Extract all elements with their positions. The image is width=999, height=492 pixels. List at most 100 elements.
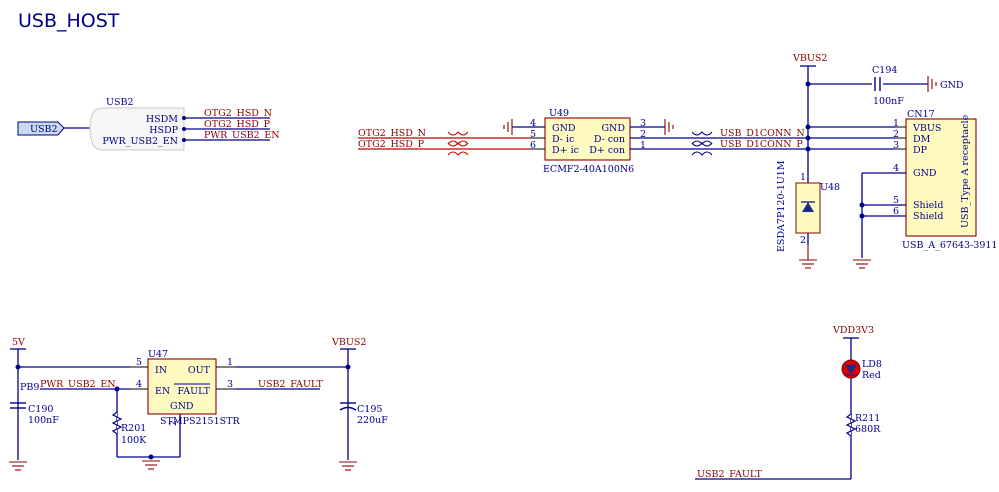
cn17-part: USB_A_67643-3911	[902, 240, 997, 251]
capacitor-c195[interactable]: C195 220uF	[339, 402, 388, 426]
diode-icon	[802, 202, 814, 212]
net-label-usb-d1conn-n: USB_D1CONN_N	[720, 128, 805, 139]
u48-part: ESDA7P120-1U1M	[776, 160, 787, 252]
cn17-pin-num: 1	[893, 118, 899, 129]
u47-pin-name: GND	[170, 401, 194, 412]
resistor-r201[interactable]: R201 100K	[111, 411, 147, 446]
cn17-side-label: USB_Type A receptacle	[960, 114, 971, 228]
r201-ref: R201	[121, 423, 146, 434]
power-label-5v: 5V	[12, 337, 25, 348]
resistor-zigzag	[845, 413, 857, 437]
ld8-value: Red	[862, 370, 881, 381]
u49-pin-name: D+ con	[589, 145, 625, 156]
cn17-connector[interactable]: CN17 USB_A_67643-3911 USB_Type A recepta…	[893, 109, 997, 251]
u49-pin-num: 3	[640, 118, 646, 129]
cn17-pin-num: 4	[893, 163, 899, 174]
ground-icon	[142, 460, 160, 470]
u48-pin-bottom: 2	[800, 235, 806, 246]
r211-ref: R211	[855, 413, 880, 424]
junction-dot	[859, 202, 865, 208]
net-label-otg2-hsd-n: OTG2_HSD_N	[204, 108, 272, 119]
net-label-usb-d1conn-p: USB_D1CONN_P	[720, 139, 803, 150]
ground-icon	[339, 461, 357, 471]
u49-pin-name: D- ic	[552, 134, 574, 145]
cn17-pin-name: GND	[913, 168, 937, 179]
capacitor-c190[interactable]: C190 100nF	[10, 402, 59, 426]
pb9-pin-label: PB9	[20, 382, 39, 393]
u49-pin-name: D- con	[594, 134, 625, 145]
sheet-title: USB_HOST	[18, 10, 120, 32]
cn17-body	[905, 118, 977, 237]
port-label: USB2	[30, 124, 58, 135]
led-diode-symbol	[845, 365, 857, 374]
u47-ic[interactable]: U47 STMPS2151STR IN EN OUT FAULT GND 5 4…	[136, 349, 240, 427]
net-label-usb2-fault-led: USB2_FAULT	[697, 469, 762, 480]
r211-value: 680R	[855, 424, 881, 435]
net-label-pwr-usb2-en-bottom: PWR_USB2_EN	[40, 379, 116, 390]
junction-dot	[148, 454, 154, 460]
junction-dot	[859, 213, 865, 219]
ground-icon	[503, 119, 513, 135]
u48-tvs-diode[interactable]: U48 1 2 ESDA7P120-1U1M	[776, 160, 840, 252]
u47-ref: U47	[148, 349, 168, 360]
net-label-pwr-usb2-en: PWR_USB2_EN	[204, 130, 280, 141]
net-label-otg2-hsd-p: OTG2_HSD_P	[204, 119, 271, 130]
sheet-pin-hsdp: HSDP	[149, 125, 178, 136]
c194-value: 100nF	[873, 96, 904, 107]
cn17-pin-name: VBUS	[912, 123, 941, 134]
u47-pin-num: 2	[168, 420, 179, 426]
net-label-u49-in-p: OTG2_HSD_P	[358, 139, 425, 150]
u49-pin-num: 5	[530, 129, 536, 140]
power-label-vbus2-bottom: VBUS2	[331, 337, 366, 348]
u47-pin-num: 1	[227, 357, 233, 368]
junction-dot	[345, 364, 351, 370]
gnd-label: GND	[940, 80, 964, 91]
u47-part: STMPS2151STR	[160, 416, 240, 427]
u47-pin-name: IN	[155, 365, 167, 376]
cn17-pin-name: Shield	[913, 211, 943, 222]
c190-value: 100nF	[28, 415, 59, 426]
c194-ref: C194	[872, 65, 897, 76]
power-label-vbus2-top: VBUS2	[792, 53, 827, 64]
c195-value: 220uF	[357, 415, 388, 426]
sheet-block-label: USB2	[106, 97, 134, 108]
u49-part: ECMF2-40A100N6	[543, 164, 634, 175]
ground-icon	[799, 245, 817, 269]
usb2-sheet-block[interactable]: USB2 HSDM HSDP PWR_USB2_EN	[89, 97, 185, 151]
u47-pin-name: OUT	[188, 365, 211, 376]
u49-pin-num: 2	[640, 129, 646, 140]
net-label-u49-in-n: OTG2_HSD_N	[358, 128, 426, 139]
u47-body	[147, 358, 217, 415]
ground-icon	[664, 119, 674, 135]
junction-dot	[805, 135, 811, 141]
ld8-ref: LD8	[862, 359, 882, 370]
cn17-pin-name: DM	[913, 134, 931, 145]
ground-icon	[853, 259, 871, 269]
resistor-r211[interactable]: R211 680R	[845, 413, 881, 437]
junction-dot	[805, 81, 811, 87]
c195-ref: C195	[357, 404, 382, 415]
u48-ref: U48	[820, 182, 840, 193]
u49-ic[interactable]: U49 ECMF2-40A100N6 GND D- ic D+ ic GND D…	[530, 108, 646, 175]
u49-pin-num: 1	[640, 140, 646, 151]
capacitor-c194[interactable]: C194 100nF	[872, 65, 904, 107]
cn17-pin-num: 3	[893, 140, 899, 151]
u49-pin-name: GND	[601, 123, 625, 134]
u49-pin-name: D+ ic	[552, 145, 579, 156]
r201-value: 100K	[121, 435, 147, 446]
u49-pin-name: GND	[552, 123, 576, 134]
led-ld8[interactable]: LD8 Red	[841, 359, 882, 381]
u48-pin-top: 1	[800, 172, 806, 183]
c190-ref: C190	[28, 404, 53, 415]
ground-icon	[927, 76, 937, 92]
u49-body	[544, 117, 631, 161]
cn17-pin-name: Shield	[913, 200, 943, 211]
usb2-sheet-port[interactable]: USB2	[17, 121, 65, 136]
net-label-usb2-fault: USB2_FAULT	[258, 379, 323, 390]
u49-ref: U49	[549, 108, 569, 119]
cn17-pin-name: DP	[913, 145, 928, 156]
diff-pair-marker	[447, 131, 469, 156]
u49-pin-num: 4	[530, 118, 536, 129]
u49-pin-num: 6	[530, 140, 536, 151]
